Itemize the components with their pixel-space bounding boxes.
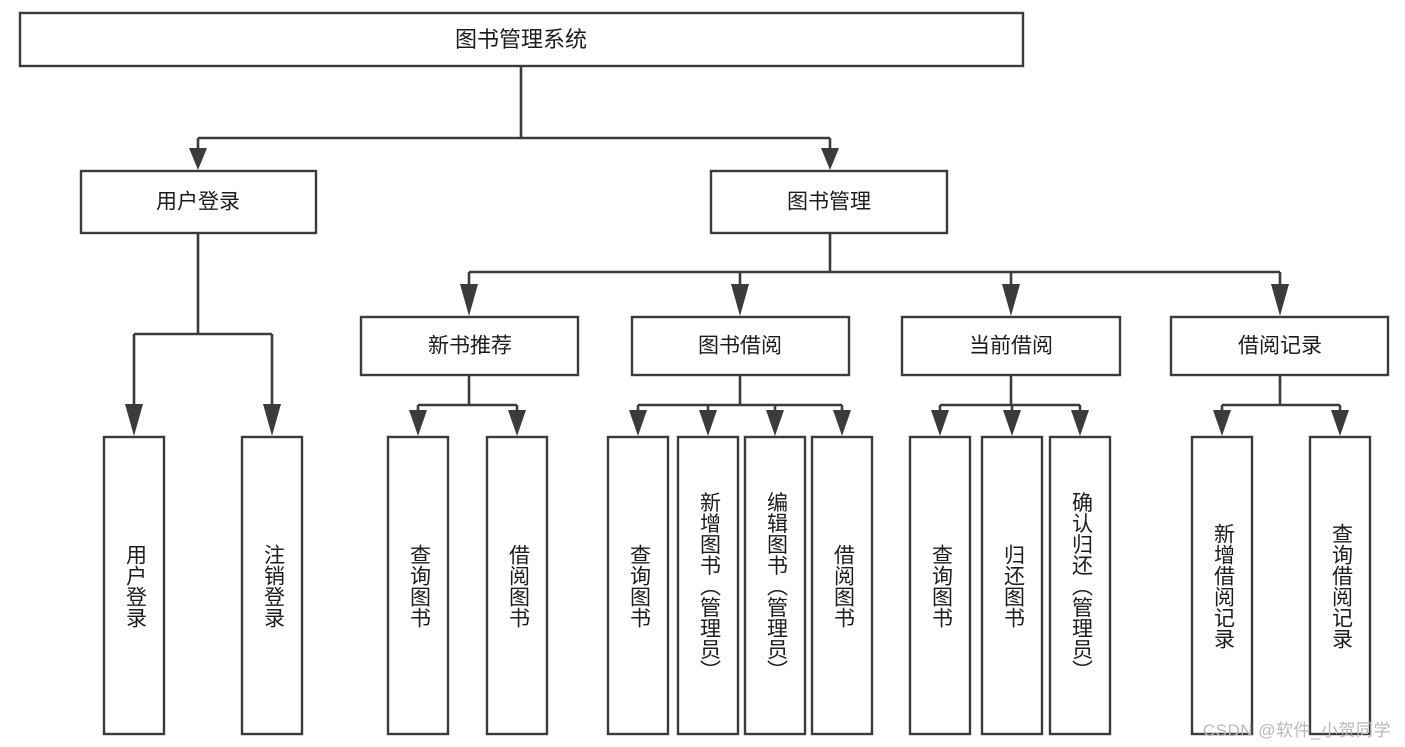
- leaf-query-book-borrow-box[interactable]: [606, 435, 670, 736]
- leaf-borrow-book-recommend-box[interactable]: [485, 435, 549, 736]
- leaf-add-borrow-record-label: 新增借阅记录: [1211, 523, 1235, 649]
- leaf-query-book-borrow-label: 查询图书: [627, 544, 651, 628]
- leaf-query-book-current-label: 查询图书: [929, 544, 953, 628]
- leaf-add-borrow-record-box[interactable]: [1190, 435, 1254, 736]
- leaf-add-book-admin[interactable]: 新增图书（管理员）: [676, 435, 740, 736]
- leaf-borrow-book[interactable]: 借阅图书: [810, 435, 874, 736]
- arrow-head-leaf-query-book-2: [629, 410, 647, 436]
- node-current-borrow-box[interactable]: [900, 315, 1122, 377]
- leaf-query-book-recommend-box[interactable]: [386, 435, 450, 736]
- arrow-head-leaf-query-record: [1331, 410, 1349, 436]
- leaf-edit-book-admin-box[interactable]: [743, 435, 807, 736]
- leaf-confirm-return-admin-label: 确认归还（管理员）: [1069, 492, 1093, 681]
- leaf-query-book-current-box[interactable]: [908, 435, 972, 736]
- arrow-head-leaf-confirm-return: [1071, 410, 1089, 436]
- arrow-head-records: [1271, 284, 1289, 316]
- arrow-head-leaf-user-login: [125, 404, 143, 436]
- leaf-logout[interactable]: 注销登录: [240, 435, 304, 736]
- node-new-book-recommend-box[interactable]: [359, 315, 580, 377]
- leaf-query-borrow-record-label: 查询借阅记录: [1329, 523, 1353, 649]
- leaf-return-book-box[interactable]: [980, 435, 1044, 736]
- leaf-edit-book-admin[interactable]: 编辑图书（管理员）: [743, 435, 807, 736]
- node-root-label: 图书管理系统: [455, 27, 587, 52]
- leaf-add-borrow-record[interactable]: 新增借阅记录: [1190, 435, 1254, 736]
- arrow-head-user-login: [189, 148, 207, 170]
- leaf-borrow-book-label: 借阅图书: [831, 544, 855, 628]
- leaf-borrow-book-recommend-label: 借阅图书: [506, 544, 530, 628]
- leaf-user-login-box[interactable]: [102, 435, 166, 736]
- arrow-head-leaf-add-record: [1213, 410, 1231, 436]
- node-current-borrow-label: 当前借阅: [969, 335, 1053, 358]
- node-root-box[interactable]: [18, 11, 1025, 68]
- leaf-confirm-return-admin-box[interactable]: [1048, 435, 1112, 736]
- connector-group-current: [931, 375, 1089, 436]
- leaf-add-book-admin-box[interactable]: [676, 435, 740, 736]
- arrow-head-new-books: [460, 284, 478, 316]
- leaf-confirm-return-admin[interactable]: 确认归还（管理员）: [1048, 435, 1112, 736]
- connector-group-records: [1213, 375, 1349, 436]
- arrow-head-leaf-borrow-book-1: [508, 410, 526, 436]
- leaf-logout-label: 注销登录: [261, 544, 285, 628]
- connector-group-new-books: [409, 375, 526, 436]
- connector-group-book-mgmt: [460, 233, 1289, 316]
- node-new-book-recommend-label: 新书推荐: [428, 335, 512, 358]
- leaf-query-book-recommend[interactable]: 查询图书: [386, 435, 450, 736]
- node-borrow-records-label: 借阅记录: [1238, 335, 1322, 358]
- arrow-head-book-mgmt: [821, 148, 839, 170]
- leaf-query-borrow-record-box[interactable]: [1308, 435, 1372, 736]
- node-root[interactable]: 图书管理系统: [18, 11, 1025, 68]
- node-user-login-box[interactable]: [79, 169, 318, 235]
- node-new-book-recommend[interactable]: 新书推荐: [359, 315, 580, 377]
- arrow-head-leaf-query-book-3: [931, 410, 949, 436]
- node-current-borrow[interactable]: 当前借阅: [900, 315, 1122, 377]
- node-user-login-label: 用户登录: [156, 191, 240, 214]
- arrow-head-current: [1002, 284, 1020, 316]
- leaf-query-book-current[interactable]: 查询图书: [908, 435, 972, 736]
- arrow-head-leaf-logout: [263, 404, 281, 436]
- leaf-query-book-borrow[interactable]: 查询图书: [606, 435, 670, 736]
- leaf-user-login[interactable]: 用户登录: [102, 435, 166, 736]
- node-borrow-records-box[interactable]: [1169, 315, 1390, 377]
- connector-group-borrow: [629, 375, 851, 436]
- node-book-management-box[interactable]: [709, 169, 949, 235]
- leaf-borrow-book-recommend[interactable]: 借阅图书: [485, 435, 549, 736]
- node-book-borrow-label: 图书借阅: [698, 335, 782, 358]
- leaf-edit-book-admin-label: 编辑图书（管理员）: [764, 492, 788, 681]
- leaf-logout-box[interactable]: [240, 435, 304, 736]
- node-user-login[interactable]: 用户登录: [79, 169, 318, 235]
- arrow-head-leaf-edit-book: [766, 410, 784, 436]
- arrow-head-leaf-return-book: [1003, 410, 1021, 436]
- arrow-head-borrow: [731, 284, 749, 316]
- node-book-borrow[interactable]: 图书借阅: [630, 315, 851, 377]
- connector-group-root: [189, 66, 839, 170]
- node-book-management[interactable]: 图书管理: [709, 169, 949, 235]
- leaf-borrow-book-box[interactable]: [810, 435, 874, 736]
- leaf-return-book[interactable]: 归还图书: [980, 435, 1044, 736]
- arrow-head-leaf-add-book: [699, 410, 717, 436]
- arrow-head-leaf-borrow-book-2: [833, 410, 851, 436]
- leaf-return-book-label: 归还图书: [1001, 544, 1025, 628]
- node-borrow-records[interactable]: 借阅记录: [1169, 315, 1390, 377]
- arrow-head-leaf-query-book-1: [409, 410, 427, 436]
- leaf-user-login-label: 用户登录: [123, 544, 147, 628]
- node-book-borrow-box[interactable]: [630, 315, 851, 377]
- leaf-query-book-recommend-label: 查询图书: [407, 544, 431, 628]
- node-book-management-label: 图书管理: [787, 191, 871, 214]
- csdn-watermark: CSDN @软件_小贺同学: [1202, 721, 1391, 740]
- connector-group-user-login: [125, 233, 281, 436]
- leaf-add-book-admin-label: 新增图书（管理员）: [697, 492, 721, 681]
- leaf-query-borrow-record[interactable]: 查询借阅记录: [1308, 435, 1372, 736]
